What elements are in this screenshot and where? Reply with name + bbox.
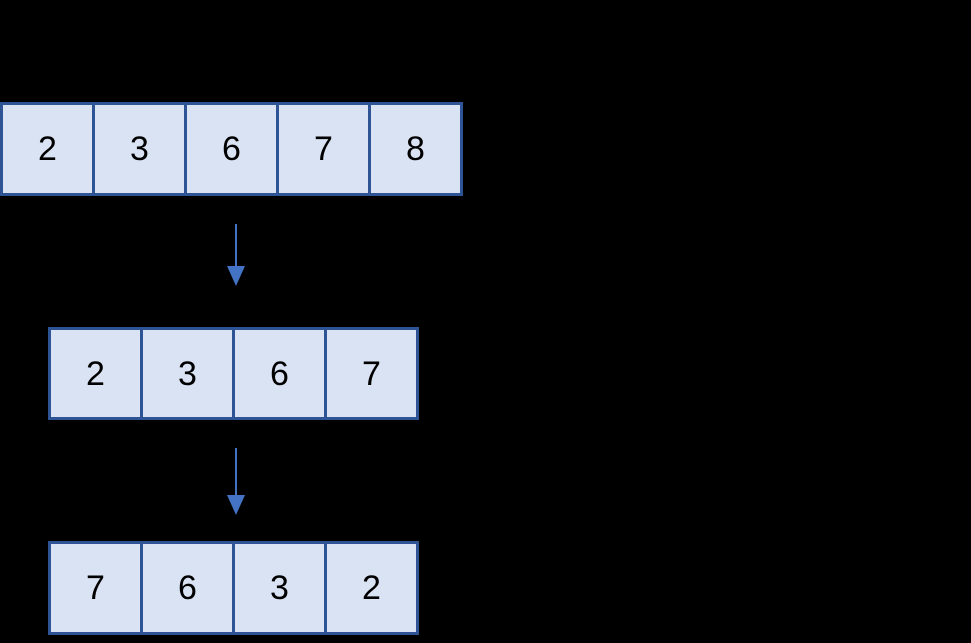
array-cell: 7 (276, 102, 371, 196)
array-cell: 3 (92, 102, 187, 196)
array-cell: 8 (368, 102, 463, 196)
array-cell: 7 (48, 541, 143, 635)
arrow-step-2-icon (224, 448, 248, 516)
array-cell: 6 (184, 102, 279, 196)
array-cell: 3 (140, 327, 235, 420)
array-cell: 7 (324, 327, 419, 420)
array-cell: 2 (324, 541, 419, 635)
array-row-truncated: 2 3 6 7 (48, 327, 419, 420)
array-row-reversed: 7 6 3 2 (48, 541, 419, 635)
array-row-original: 2 3 6 7 8 (0, 102, 463, 196)
array-cell: 6 (232, 327, 327, 420)
array-cell: 3 (232, 541, 327, 635)
array-cell: 2 (0, 102, 95, 196)
array-cell: 6 (140, 541, 235, 635)
arrow-step-1-icon (224, 224, 248, 287)
array-cell: 2 (48, 327, 143, 420)
